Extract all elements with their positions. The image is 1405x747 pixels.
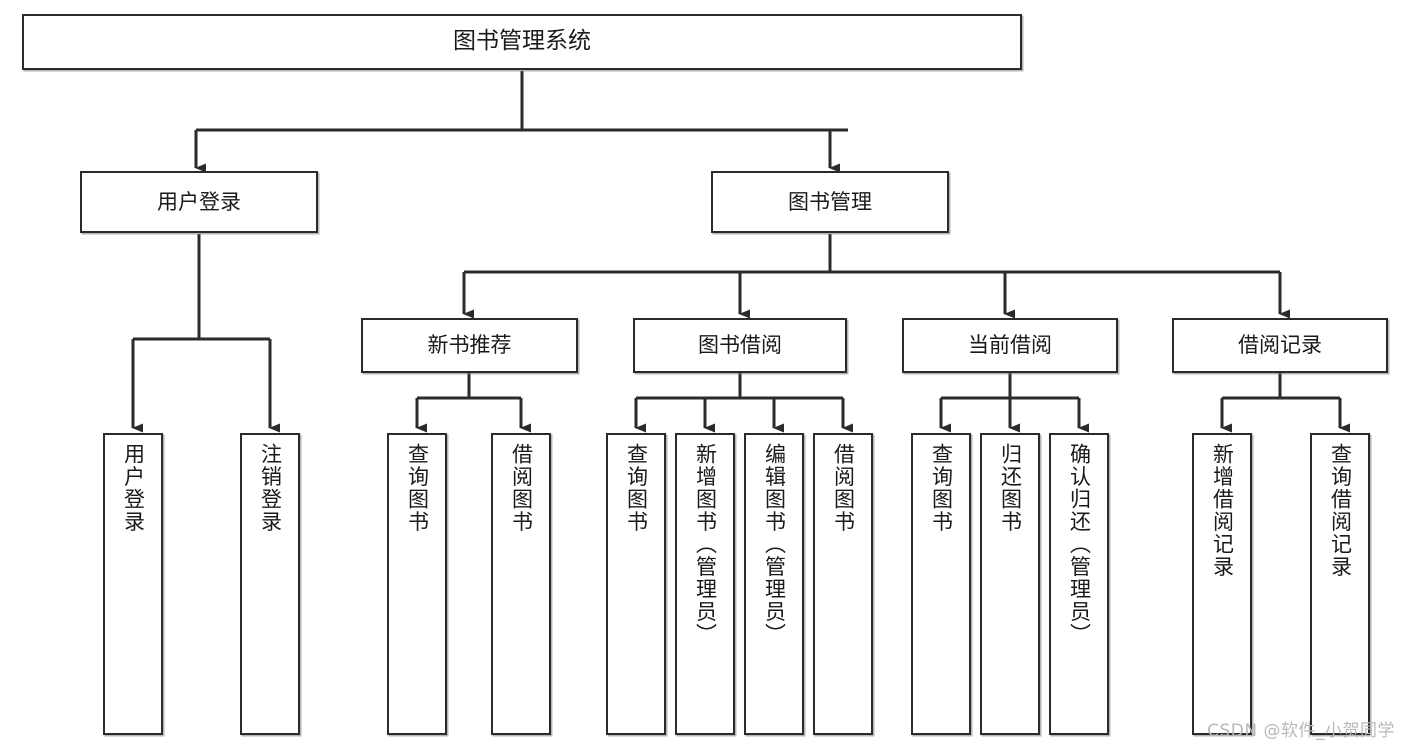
node-leaf-confirm-return[interactable]: 确认归还（管理员） [1049, 433, 1109, 735]
node-leaf-logout[interactable]: 注销登录 [240, 433, 300, 735]
node-leaf-add-book[interactable]: 新增图书（管理员） [675, 433, 735, 735]
node-leaf-borrow-book-1-label: 借阅图书 [509, 443, 534, 533]
node-book-borrow-label: 图书借阅 [698, 333, 782, 358]
node-user-login[interactable]: 用户登录 [80, 171, 318, 233]
node-leaf-add-record-label: 新增借阅记录 [1210, 443, 1235, 578]
node-leaf-return-book[interactable]: 归还图书 [980, 433, 1040, 735]
node-leaf-user-login[interactable]: 用户登录 [103, 433, 163, 735]
node-leaf-query-book-2-label: 查询图书 [624, 443, 649, 533]
node-new-book-recommend[interactable]: 新书推荐 [361, 318, 578, 373]
node-book-manage-label: 图书管理 [788, 189, 872, 214]
node-leaf-add-book-label: 新增图书（管理员） [693, 443, 718, 646]
node-leaf-query-book-2[interactable]: 查询图书 [606, 433, 666, 735]
node-current-borrow-label: 当前借阅 [968, 333, 1052, 358]
node-borrow-record[interactable]: 借阅记录 [1172, 318, 1388, 373]
node-leaf-query-record[interactable]: 查询借阅记录 [1310, 433, 1370, 735]
node-book-borrow[interactable]: 图书借阅 [633, 318, 847, 373]
node-current-borrow[interactable]: 当前借阅 [902, 318, 1118, 373]
node-leaf-user-login-label: 用户登录 [121, 443, 146, 533]
node-leaf-edit-book-label: 编辑图书（管理员） [762, 443, 787, 646]
watermark-csdn: CSDN @软件_小贺同学 [1207, 721, 1395, 741]
node-leaf-query-record-label: 查询借阅记录 [1328, 443, 1353, 578]
node-leaf-borrow-book-2[interactable]: 借阅图书 [813, 433, 873, 735]
node-new-book-recommend-label: 新书推荐 [427, 333, 512, 358]
node-leaf-query-book-1[interactable]: 查询图书 [387, 433, 447, 735]
node-leaf-logout-label: 注销登录 [258, 443, 283, 533]
node-leaf-borrow-book-1[interactable]: 借阅图书 [491, 433, 551, 735]
node-leaf-confirm-return-label: 确认归还（管理员） [1067, 443, 1092, 646]
node-user-login-label: 用户登录 [157, 189, 241, 214]
node-leaf-query-book-1-label: 查询图书 [405, 443, 430, 533]
node-leaf-add-record[interactable]: 新增借阅记录 [1192, 433, 1252, 735]
node-root-book-management-system[interactable]: 图书管理系统 [22, 14, 1022, 70]
node-leaf-borrow-book-2-label: 借阅图书 [831, 443, 856, 533]
node-leaf-return-book-label: 归还图书 [998, 443, 1023, 533]
node-leaf-edit-book[interactable]: 编辑图书（管理员） [744, 433, 804, 735]
node-leaf-query-book-3-label: 查询图书 [929, 443, 954, 533]
node-book-manage[interactable]: 图书管理 [711, 171, 949, 233]
node-leaf-query-book-3[interactable]: 查询图书 [911, 433, 971, 735]
node-root-label: 图书管理系统 [453, 28, 591, 55]
node-borrow-record-label: 借阅记录 [1238, 333, 1322, 358]
